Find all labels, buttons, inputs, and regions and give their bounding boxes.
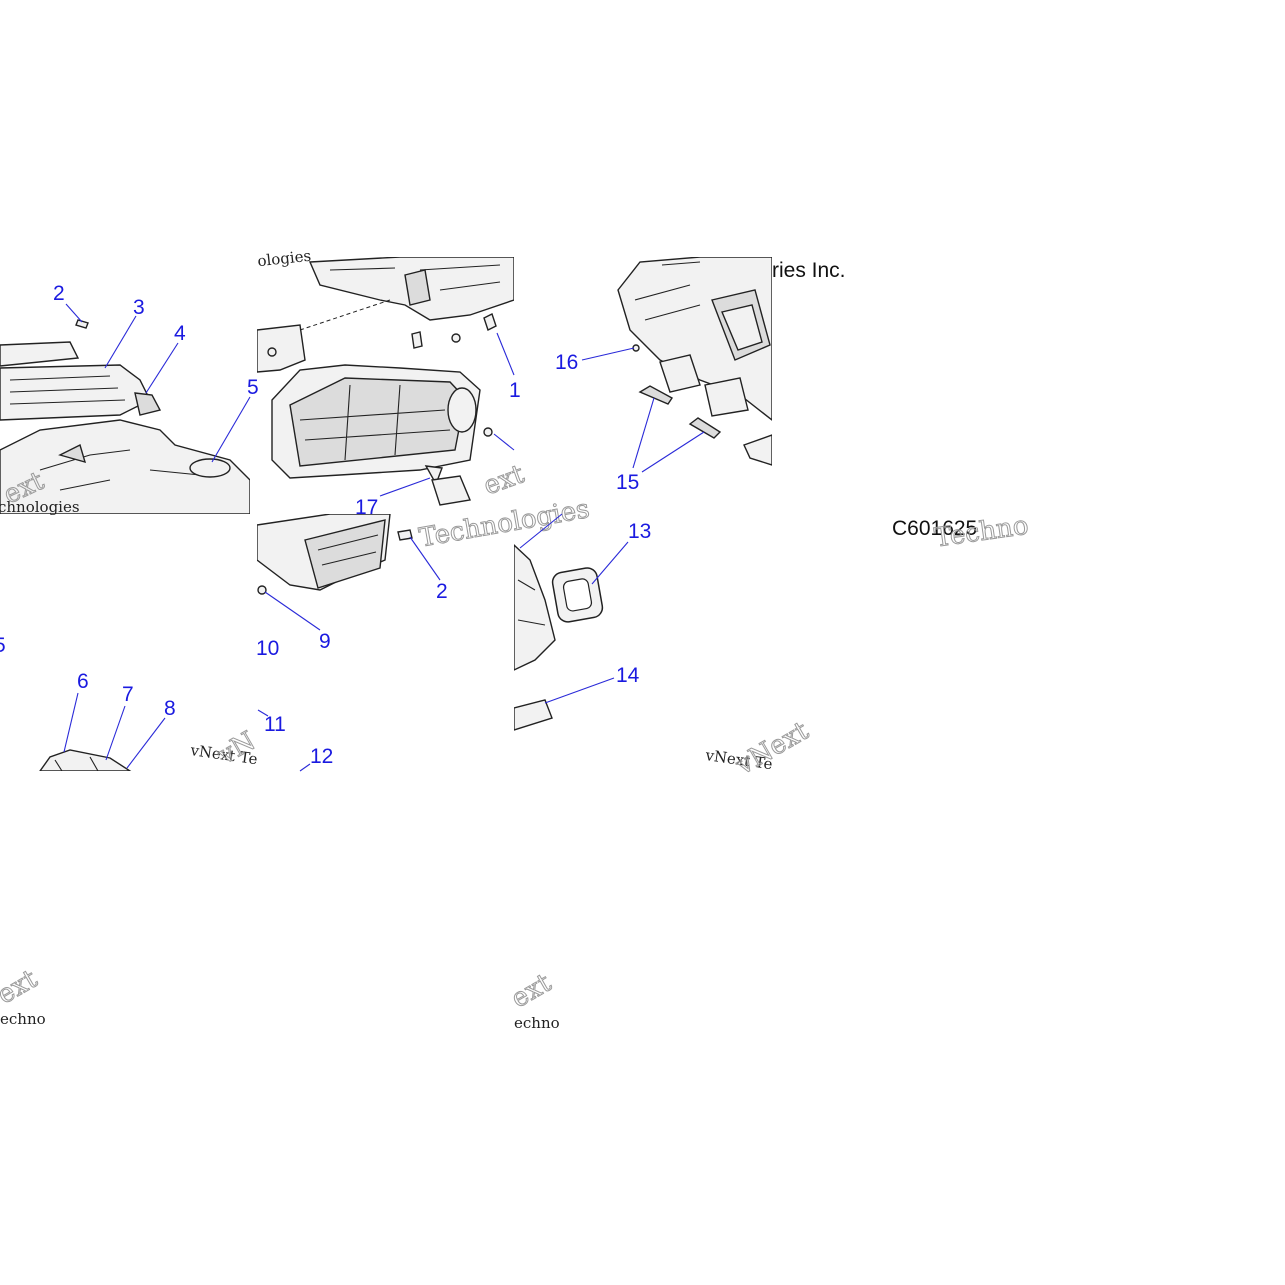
clamp xyxy=(688,417,722,439)
tile-left-top: ext chnologies 2 3 4 5 xyxy=(0,282,259,516)
callout-10: 10 xyxy=(256,637,279,660)
watermark-fragment: chnologies xyxy=(0,498,80,516)
callout-3: 3 xyxy=(133,296,145,319)
callout-1: 1 xyxy=(509,379,521,402)
callout-11: 11 xyxy=(264,713,286,736)
watermark-brand: vNext xyxy=(730,716,814,782)
intake-tube-left xyxy=(659,354,701,393)
intake-duct xyxy=(39,749,132,771)
bolt xyxy=(257,585,267,595)
bolt xyxy=(451,333,461,343)
screw xyxy=(75,319,89,329)
clip xyxy=(483,313,497,331)
tile-left-bottom: 5 6 7 8 vNext Te vN xyxy=(0,634,261,772)
tile-right-bottom: 13 14 vNext Te vNext xyxy=(514,513,815,782)
clip xyxy=(411,331,423,349)
callout-16: 16 xyxy=(555,351,578,374)
callout-7: 7 xyxy=(122,683,134,706)
clamp xyxy=(638,385,674,405)
screw xyxy=(397,529,413,541)
callout-2: 2 xyxy=(53,282,65,305)
callout-15: 15 xyxy=(616,471,639,494)
callout-5b: 5 xyxy=(0,634,6,657)
svg-text:ext: ext xyxy=(480,459,529,501)
airbox-lower xyxy=(514,544,556,671)
callout-14: 14 xyxy=(616,664,640,687)
push-rivet xyxy=(424,465,443,486)
watermark-fragment: ext xyxy=(506,968,557,1015)
callout-2b: 2 xyxy=(436,580,448,603)
tile-right-top: 16 15 xyxy=(555,257,772,494)
watermark-fragment: echno xyxy=(0,1010,46,1028)
lower-body-panel xyxy=(0,419,250,514)
callout-17: 17 xyxy=(355,496,378,519)
callout-9: 9 xyxy=(319,630,331,653)
intake-tube-right xyxy=(704,377,749,417)
watermark-fragment: ext xyxy=(0,964,43,1011)
callout-13: 13 xyxy=(628,520,651,543)
callout-4: 4 xyxy=(174,322,186,345)
bolt xyxy=(483,427,493,437)
diagram-code: C601625 xyxy=(892,517,977,540)
callout-5: 5 xyxy=(247,376,259,399)
tile-middle-top: 1 17 ext ologies xyxy=(257,247,530,519)
mount-bracket xyxy=(257,324,306,373)
company-fragment: ries Inc. xyxy=(772,259,846,282)
callout-6: 6 xyxy=(77,670,89,693)
watermark-fragment: echno xyxy=(514,1014,560,1032)
callout-8: 8 xyxy=(164,697,176,720)
bolt xyxy=(267,347,277,357)
callout-12: 12 xyxy=(310,745,333,768)
watermark-fragment: ologies xyxy=(257,247,312,271)
filter-pad xyxy=(514,699,553,731)
grille-frame xyxy=(0,364,151,421)
trim-piece xyxy=(134,392,162,416)
grille-assembly xyxy=(0,341,80,367)
